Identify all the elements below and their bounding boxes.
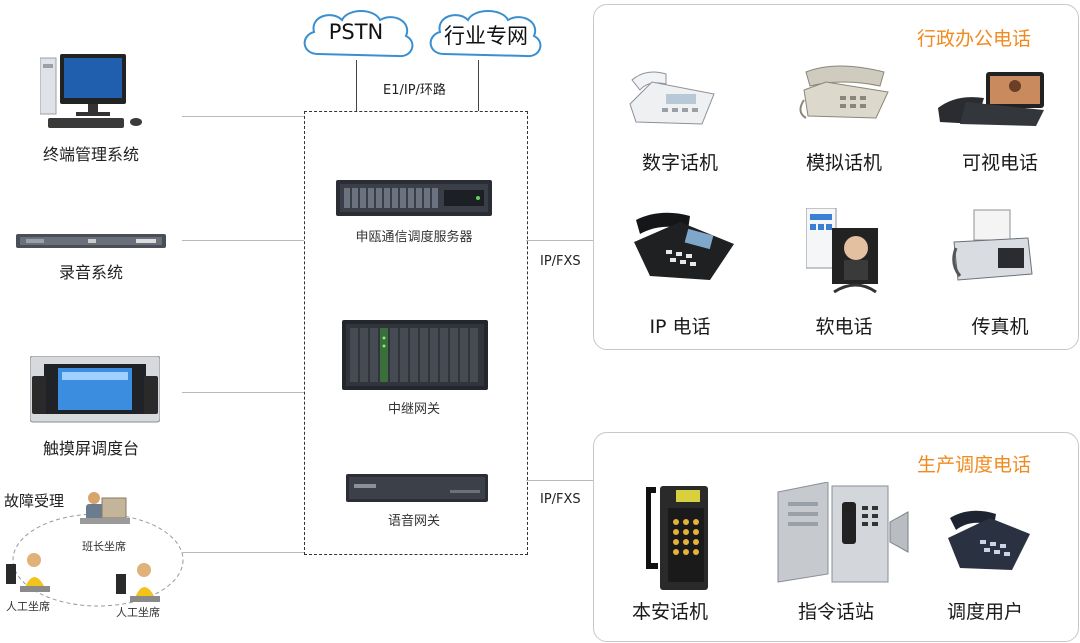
voice-gateway-label: 语音网关 <box>387 514 441 529</box>
trunk-line-pstn <box>356 60 357 111</box>
production-panel-title: 生产调度电话 <box>917 454 1032 476</box>
industry-network-label: 行业专网 <box>444 24 528 48</box>
lower-link-label: IP/FXS <box>540 492 581 507</box>
pstn-label: PSTN <box>328 20 384 44</box>
office-item-3-label: 可视电话 <box>961 152 1039 174</box>
team-leader-label: 班长坐席 <box>82 540 126 553</box>
team-leader-icon <box>80 488 130 528</box>
office-item-1-label: 数字话机 <box>641 152 719 174</box>
line-recording <box>182 240 304 241</box>
office-item-4-label: IP 电话 <box>649 316 711 338</box>
digital-phone-icon <box>626 64 716 130</box>
industry-network-cloud <box>424 6 546 66</box>
line-terminal-mgmt <box>182 116 304 117</box>
ip-phone-icon <box>630 208 736 282</box>
recording-device-icon <box>16 232 166 250</box>
operator-seat-1-label: 人工坐席 <box>6 600 50 613</box>
dispatch-user-phone-icon <box>946 506 1032 574</box>
command-station-icon <box>776 482 910 586</box>
office-item-5-label: 软电话 <box>815 316 873 338</box>
production-item-1-label: 本安话机 <box>631 601 709 623</box>
computer-icon <box>40 52 148 130</box>
production-item-3-label: 调度用户 <box>946 601 1024 623</box>
touch-console-label: 触摸屏调度台 <box>42 439 140 458</box>
server-label: 申瓯通信调度服务器 <box>355 230 473 245</box>
explosion-proof-phone-icon <box>646 486 710 590</box>
line-seats <box>182 552 304 553</box>
operator-seat-2-icon <box>116 560 162 604</box>
fault-handling-label: 故障受理 <box>3 492 65 510</box>
video-phone-icon <box>936 72 1048 128</box>
office-item-2-label: 模拟话机 <box>805 152 883 174</box>
line-touch-console <box>182 392 304 393</box>
analog-phone-icon <box>796 60 892 124</box>
trunk-line-industry <box>478 60 479 111</box>
production-item-2-label: 指令话站 <box>797 601 875 623</box>
recording-label: 录音系统 <box>58 263 124 282</box>
office-panel-title: 行政办公电话 <box>917 28 1032 50</box>
pstn-cloud <box>298 6 418 66</box>
relay-gateway-icon <box>342 318 488 392</box>
server-icon <box>336 176 492 220</box>
touch-console-icon <box>30 356 160 428</box>
central-system-box <box>304 111 528 555</box>
upper-link-label: IP/FXS <box>540 254 581 269</box>
operator-seat-1-icon <box>6 550 52 594</box>
softphone-icon <box>806 208 880 300</box>
terminal-mgmt-label: 终端管理系统 <box>42 145 140 164</box>
office-item-6-label: 传真机 <box>971 316 1029 338</box>
relay-gateway-label: 中继网关 <box>387 402 441 417</box>
voice-gateway-icon <box>346 470 488 506</box>
line-production-panel <box>526 480 594 481</box>
fax-icon <box>950 208 1034 288</box>
trunk-label: E1/IP/环路 <box>383 83 446 98</box>
line-office-panel <box>526 240 594 241</box>
operator-seat-2-label: 人工坐席 <box>116 606 160 619</box>
